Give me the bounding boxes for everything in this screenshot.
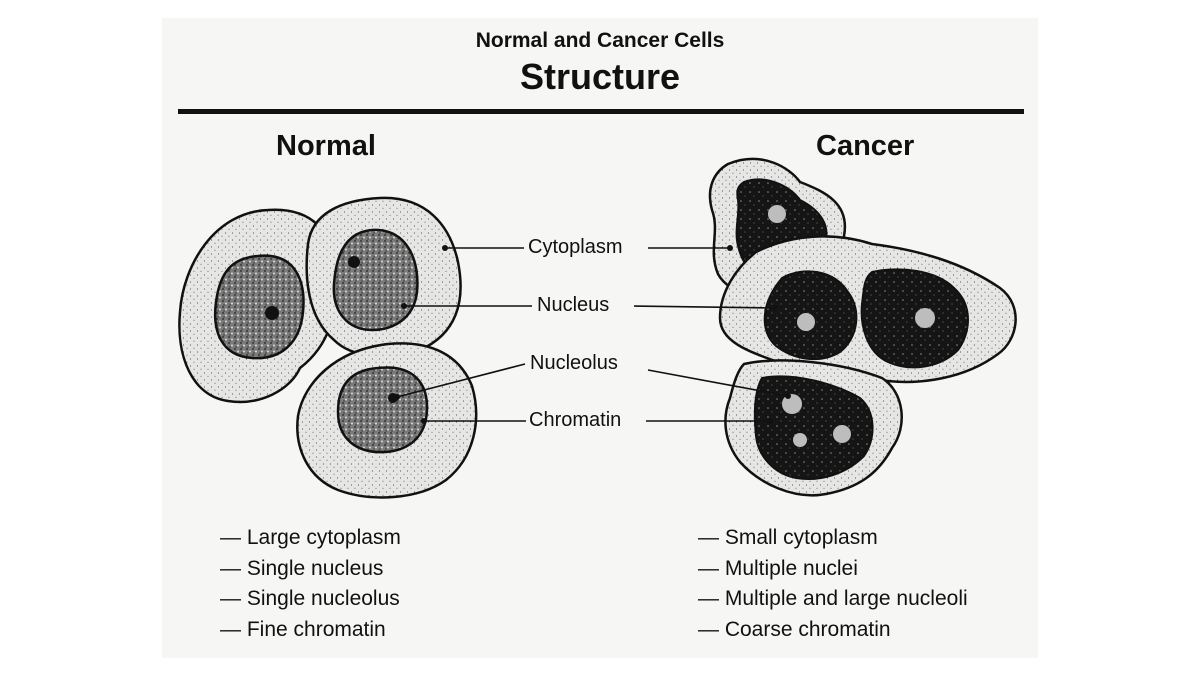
cancer-trait-item: — Multiple nuclei <box>698 556 858 580</box>
diagram-subtitle: Normal and Cancer Cells <box>475 29 725 52</box>
label-cytoplasm: Cytoplasm <box>528 236 623 258</box>
cancer-traits-list: — Small cytoplasm — Multiple nuclei — Mu… <box>698 523 968 645</box>
normal-cell-bottom <box>296 342 478 499</box>
normal-heading: Normal <box>276 130 376 162</box>
normal-trait-item: — Large cytoplasm <box>220 526 401 549</box>
diagram-title: Structure <box>519 56 681 97</box>
leader-dots <box>394 245 791 424</box>
normal-traits-list: — Large cytoplasm — Single nucleus — Sin… <box>220 523 401 645</box>
cancer-heading: Cancer <box>816 130 915 162</box>
title-divider <box>178 109 1024 114</box>
cancer-cell-bottom <box>724 359 903 497</box>
cancer-trait-item: — Coarse chromatin <box>698 617 891 641</box>
normal-trait-item: — Fine chromatin <box>220 617 386 641</box>
normal-cell-top-right <box>305 196 462 358</box>
label-chromatin: Chromatin <box>529 409 622 431</box>
cancer-trait-item: — Multiple and large nucleoli <box>698 587 968 610</box>
normal-trait-item: — Single nucleolus <box>220 587 400 610</box>
normal-trait-item: — Single nucleus <box>220 556 384 580</box>
leader-lines <box>396 247 789 422</box>
normal-cell-left <box>178 208 338 404</box>
cancer-cell-middle <box>718 235 1017 384</box>
label-nucleus: Nucleus <box>537 294 610 316</box>
label-nucleolus: Nucleolus <box>530 352 618 374</box>
cancer-trait-item: — Small cytoplasm <box>698 526 878 549</box>
